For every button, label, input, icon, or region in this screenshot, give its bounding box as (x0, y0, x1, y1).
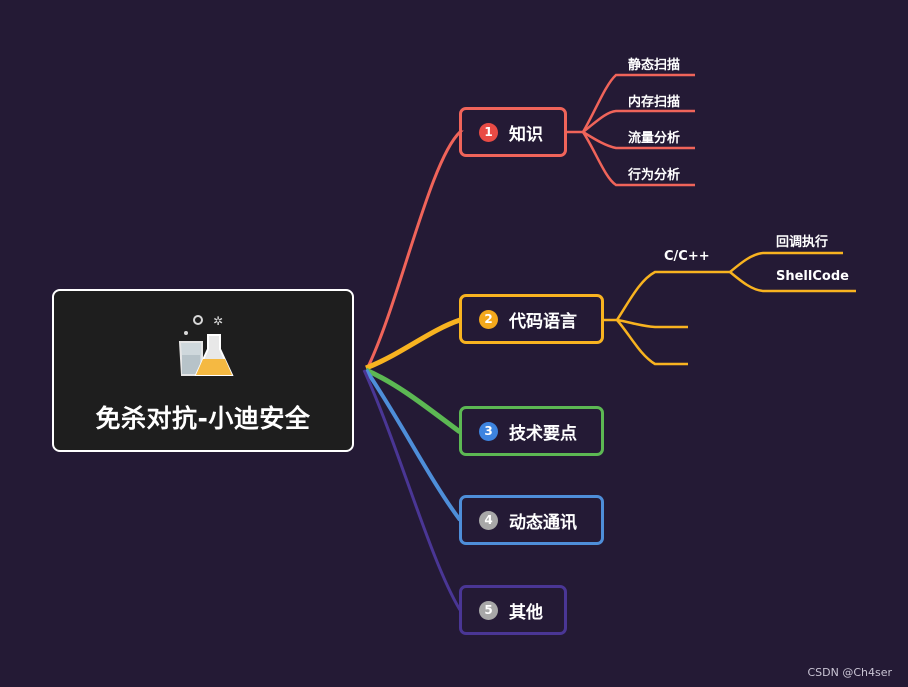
leaf-static-scan[interactable]: 静态扫描 (628, 58, 681, 73)
connector-other (362, 369, 462, 611)
branch-label: 技术要点 (509, 423, 577, 444)
number-badge: 4 (479, 510, 498, 530)
branch-other[interactable]: 5 其他 (459, 585, 567, 635)
branch-code-language[interactable]: 2 代码语言 (459, 294, 604, 344)
root-title: 免杀对抗-小迪安全 (95, 404, 311, 433)
leaf-shellcode[interactable]: ShellCode (776, 269, 849, 284)
branch-tech-points[interactable]: 3 技术要点 (459, 406, 604, 456)
number-badge: 3 (479, 421, 498, 441)
watermark: CSDN @Ch4ser (807, 666, 892, 679)
leaf-callback-exec[interactable]: 回调执行 (776, 235, 829, 250)
branch-label: 其他 (509, 602, 543, 623)
svg-text:✲: ✲ (213, 314, 223, 328)
leaf-behavior-analysis[interactable]: 行为分析 (628, 168, 681, 183)
branch-label: 动态通讯 (509, 512, 577, 533)
number-badge: 1 (479, 122, 498, 142)
branch-dynamic-comm[interactable]: 4 动态通讯 (459, 495, 604, 545)
leaf-c-cpp[interactable]: C/C++ (664, 249, 710, 264)
branch-knowledge[interactable]: 1 知识 (459, 107, 567, 157)
flask-beaker-icon: ✲ (178, 314, 234, 376)
root-node[interactable]: ✲ 免杀对抗-小迪安全 (52, 289, 354, 452)
connector-language-children (603, 251, 856, 366)
connector-comm (364, 368, 462, 522)
leaf-memory-scan[interactable]: 内存扫描 (628, 95, 681, 110)
leaf-traffic-analysis[interactable]: 流量分析 (628, 131, 681, 146)
connector-language (365, 317, 461, 371)
number-badge: 5 (479, 600, 498, 620)
branch-label: 知识 (509, 124, 543, 145)
branch-label: 代码语言 (509, 311, 577, 332)
connector-knowledge-children (567, 73, 695, 187)
number-badge: 2 (479, 309, 498, 329)
connector-knowledge (366, 130, 464, 368)
connector-tech (364, 367, 462, 435)
